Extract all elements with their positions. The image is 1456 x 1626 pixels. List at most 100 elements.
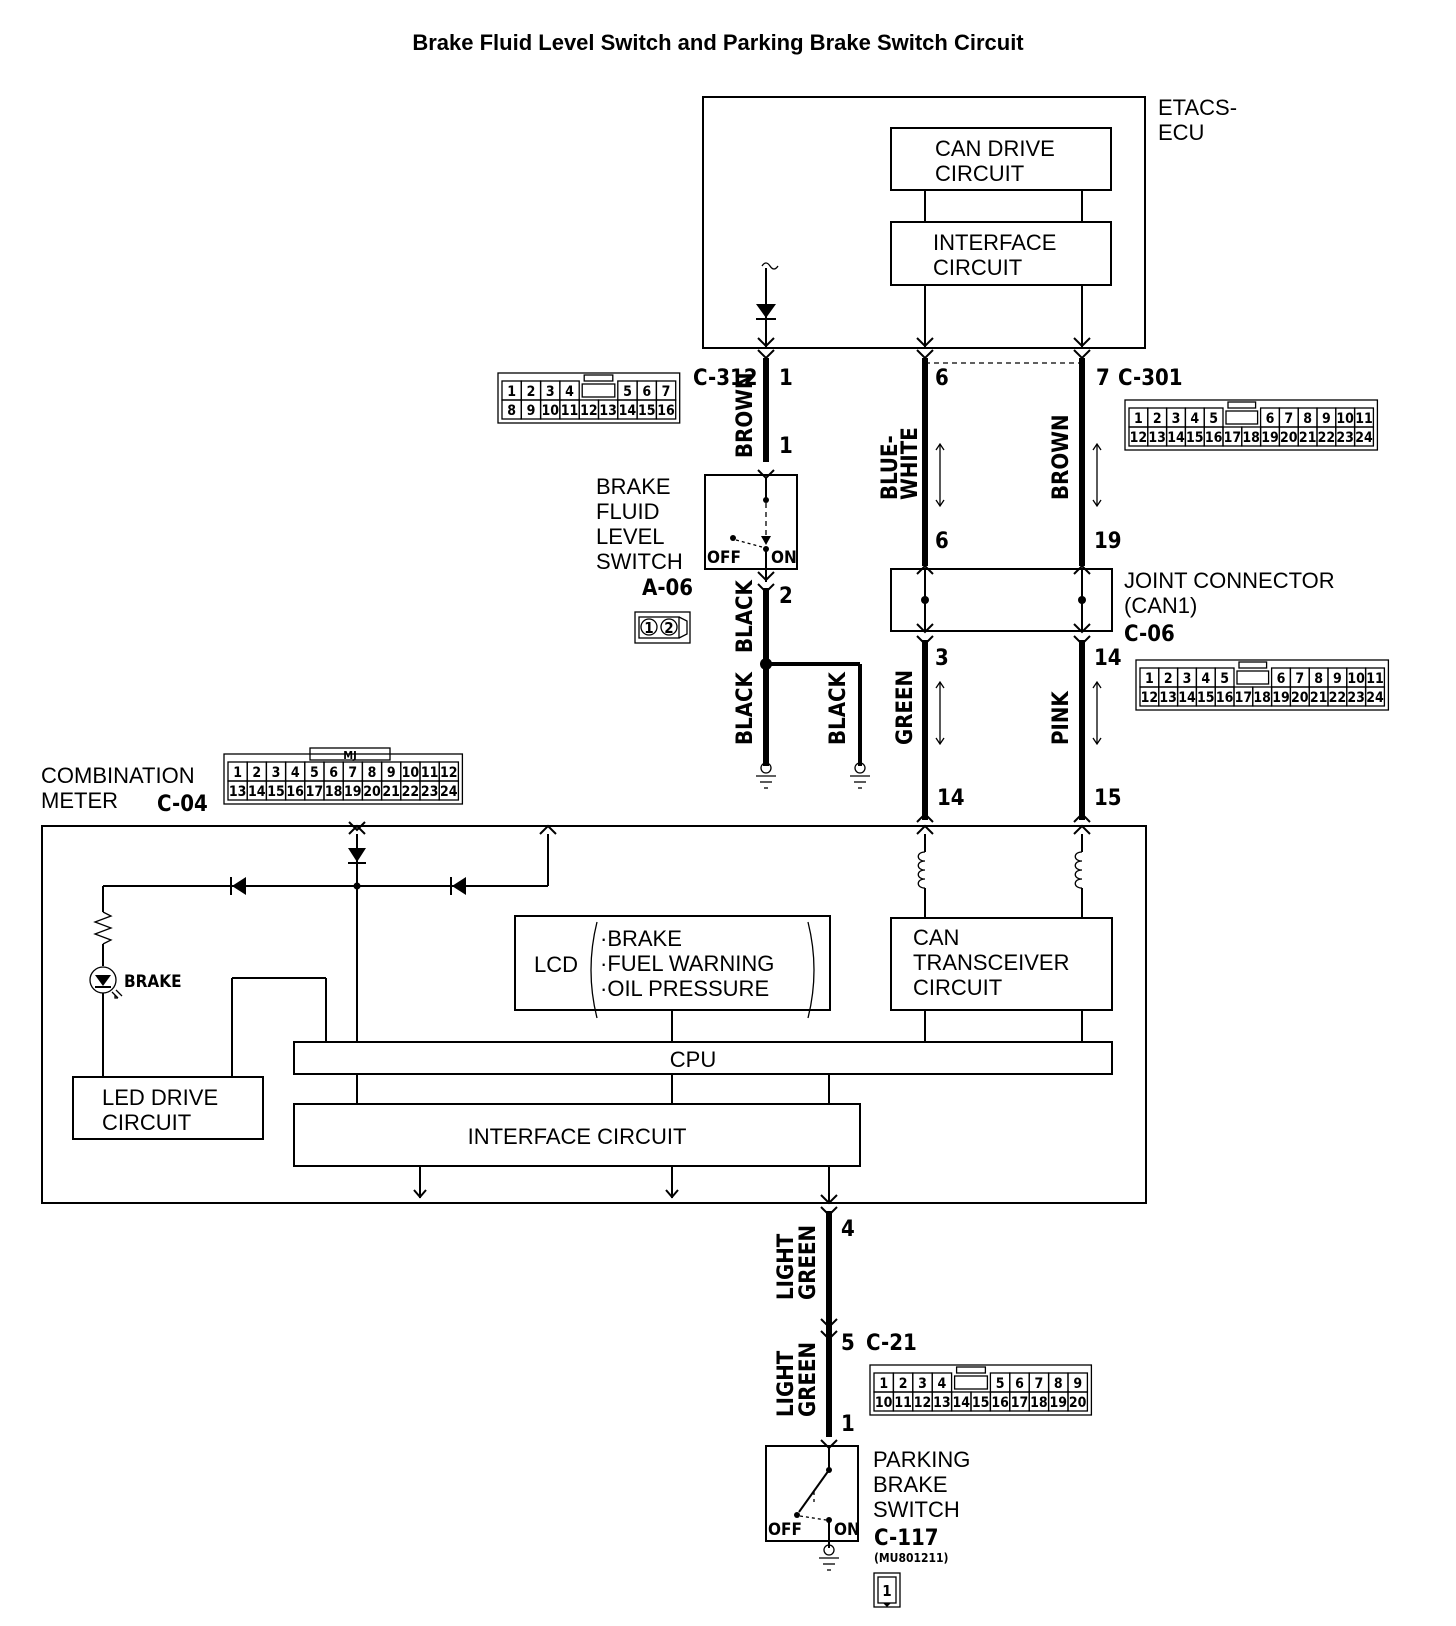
wire-label-light-1: LIGHT xyxy=(774,1233,799,1300)
c312-pin-11: 11 xyxy=(561,403,579,419)
c21-pin-5: 5 xyxy=(996,1376,1005,1392)
twisted-pair-arrow-icon xyxy=(935,680,1102,746)
c04-pin-8: 8 xyxy=(368,765,377,781)
c04-pin-18: 18 xyxy=(325,784,343,800)
c06-pin-9: 9 xyxy=(1333,671,1342,687)
c21-pin-10: 10 xyxy=(875,1395,893,1411)
c312-pin-16: 16 xyxy=(657,403,675,419)
bfls-label-1: BRAKE xyxy=(596,474,671,499)
c21-pin-1: 1 xyxy=(879,1376,888,1392)
c301-pin-3: 3 xyxy=(1172,411,1181,427)
meter-label-1: COMBINATION xyxy=(41,763,195,788)
meter-pin4: 4 xyxy=(841,1217,855,1242)
c21-pin-9: 9 xyxy=(1073,1376,1082,1392)
c04-tag: MJ xyxy=(343,749,357,762)
c04-pin-9: 9 xyxy=(387,765,396,781)
cpu-label: CPU xyxy=(670,1047,716,1072)
c04-pin-16: 16 xyxy=(286,784,304,800)
c04-pin-11: 11 xyxy=(421,765,439,781)
brake-lamp-label: BRAKE xyxy=(124,972,182,992)
c301-pin-23: 23 xyxy=(1336,430,1354,446)
wire-label-blue-white-1: BLUE- xyxy=(878,435,903,500)
c06-pin-17: 17 xyxy=(1235,690,1253,706)
ecu-pin6: 6 xyxy=(935,366,949,391)
pbs-label-1: PARKING xyxy=(873,1447,970,1472)
wire-label-green: GREEN xyxy=(893,670,918,745)
c06-pin-4: 4 xyxy=(1201,671,1210,687)
c21-pin-6: 6 xyxy=(1015,1376,1024,1392)
c21-pin-13: 13 xyxy=(933,1395,951,1411)
pbs-pin1: 1 xyxy=(841,1412,855,1437)
c21-pin-8: 8 xyxy=(1054,1376,1063,1392)
ecu-interface-label-2: CIRCUIT xyxy=(933,255,1022,280)
c06-pin-5: 5 xyxy=(1220,671,1229,687)
c21-pin-11: 11 xyxy=(894,1395,912,1411)
c06-pin-19: 19 xyxy=(1272,690,1290,706)
bfls-pin1: 1 xyxy=(779,434,793,459)
left-paren-icon xyxy=(590,921,598,1019)
led-icon xyxy=(89,966,123,999)
c117-pin-1: 1 xyxy=(882,1582,891,1600)
c06-pin-23: 23 xyxy=(1347,690,1365,706)
can-drive-circuit xyxy=(890,127,1112,191)
c21-pin-2: 2 xyxy=(899,1376,908,1392)
c301-pin-24: 24 xyxy=(1355,430,1373,446)
c21-pin-4: 4 xyxy=(938,1376,947,1392)
diagram-title: Brake Fluid Level Switch and Parking Bra… xyxy=(412,30,1024,55)
c301-pin-6: 6 xyxy=(1266,411,1275,427)
led-drive-label-2: CIRCUIT xyxy=(102,1110,191,1135)
c312-pin-10: 10 xyxy=(541,403,559,419)
c04-pin-19: 19 xyxy=(344,784,362,800)
wire-label-pink: PINK xyxy=(1049,691,1074,745)
diode-icon xyxy=(232,877,246,895)
c21-pin-20: 20 xyxy=(1069,1395,1087,1411)
c06-pin-14: 14 xyxy=(1178,690,1196,706)
a06-pin-2: 2 xyxy=(664,619,673,637)
c04-pin-13: 13 xyxy=(229,784,247,800)
c312-pin-7: 7 xyxy=(662,384,671,400)
meter-pin14: 14 xyxy=(937,786,965,811)
cpu-box xyxy=(293,1041,1113,1075)
can-trx-label-2: TRANSCEIVER xyxy=(913,950,1069,975)
lcd-item-3: ·OIL PRESSURE xyxy=(600,976,769,1001)
parking-brake-switch: OFF ON xyxy=(765,1445,860,1548)
c06-pin-16: 16 xyxy=(1216,690,1234,706)
lcd-label: LCD xyxy=(534,952,578,977)
ecu-label-line1: ETACS- xyxy=(1158,95,1237,120)
wire-label-brown-left: BROWN xyxy=(733,372,758,458)
joint-connector xyxy=(890,564,1113,646)
c04-pin-1: 1 xyxy=(233,765,242,781)
ground-icon xyxy=(819,1544,839,1571)
meter-label-2: METER xyxy=(41,788,118,813)
c06-pin-6: 6 xyxy=(1277,671,1286,687)
meter-pin15: 15 xyxy=(1094,786,1122,811)
diode-icon xyxy=(348,848,366,862)
bfls-label-2: FLUID xyxy=(596,499,660,524)
bfls-label-3: LEVEL xyxy=(596,524,665,549)
resistor-icon xyxy=(93,911,113,945)
c04-pin-14: 14 xyxy=(248,784,266,800)
wire-label-lgreen-1: GREEN xyxy=(796,1225,821,1300)
coil-icon xyxy=(1074,851,1083,889)
bfls-pin2: 2 xyxy=(779,584,793,609)
jc-out-left: 3 xyxy=(935,646,949,671)
c21-pin-19: 19 xyxy=(1050,1395,1068,1411)
wire-label-blue-white-2: WHITE xyxy=(898,427,923,500)
led-drive-circuit xyxy=(72,1076,264,1140)
c301-pin-20: 20 xyxy=(1280,430,1298,446)
c21-label: C-21 xyxy=(866,1331,917,1356)
pbs-label-2: BRAKE xyxy=(873,1472,948,1497)
c04-pin-4: 4 xyxy=(291,765,300,781)
c117-label: C-117 xyxy=(874,1526,939,1551)
c06-pin-2: 2 xyxy=(1164,671,1173,687)
c04-pin-6: 6 xyxy=(329,765,338,781)
brake-fluid-level-switch: OFF ON xyxy=(704,474,798,582)
bfls-off: OFF xyxy=(707,548,741,568)
pbs-off: OFF xyxy=(768,1520,802,1540)
a06-label: A-06 xyxy=(642,576,693,601)
pbs-label-3: SWITCH xyxy=(873,1497,960,1522)
c312-pin-1: 1 xyxy=(507,384,516,400)
c21-pin-16: 16 xyxy=(991,1395,1009,1411)
